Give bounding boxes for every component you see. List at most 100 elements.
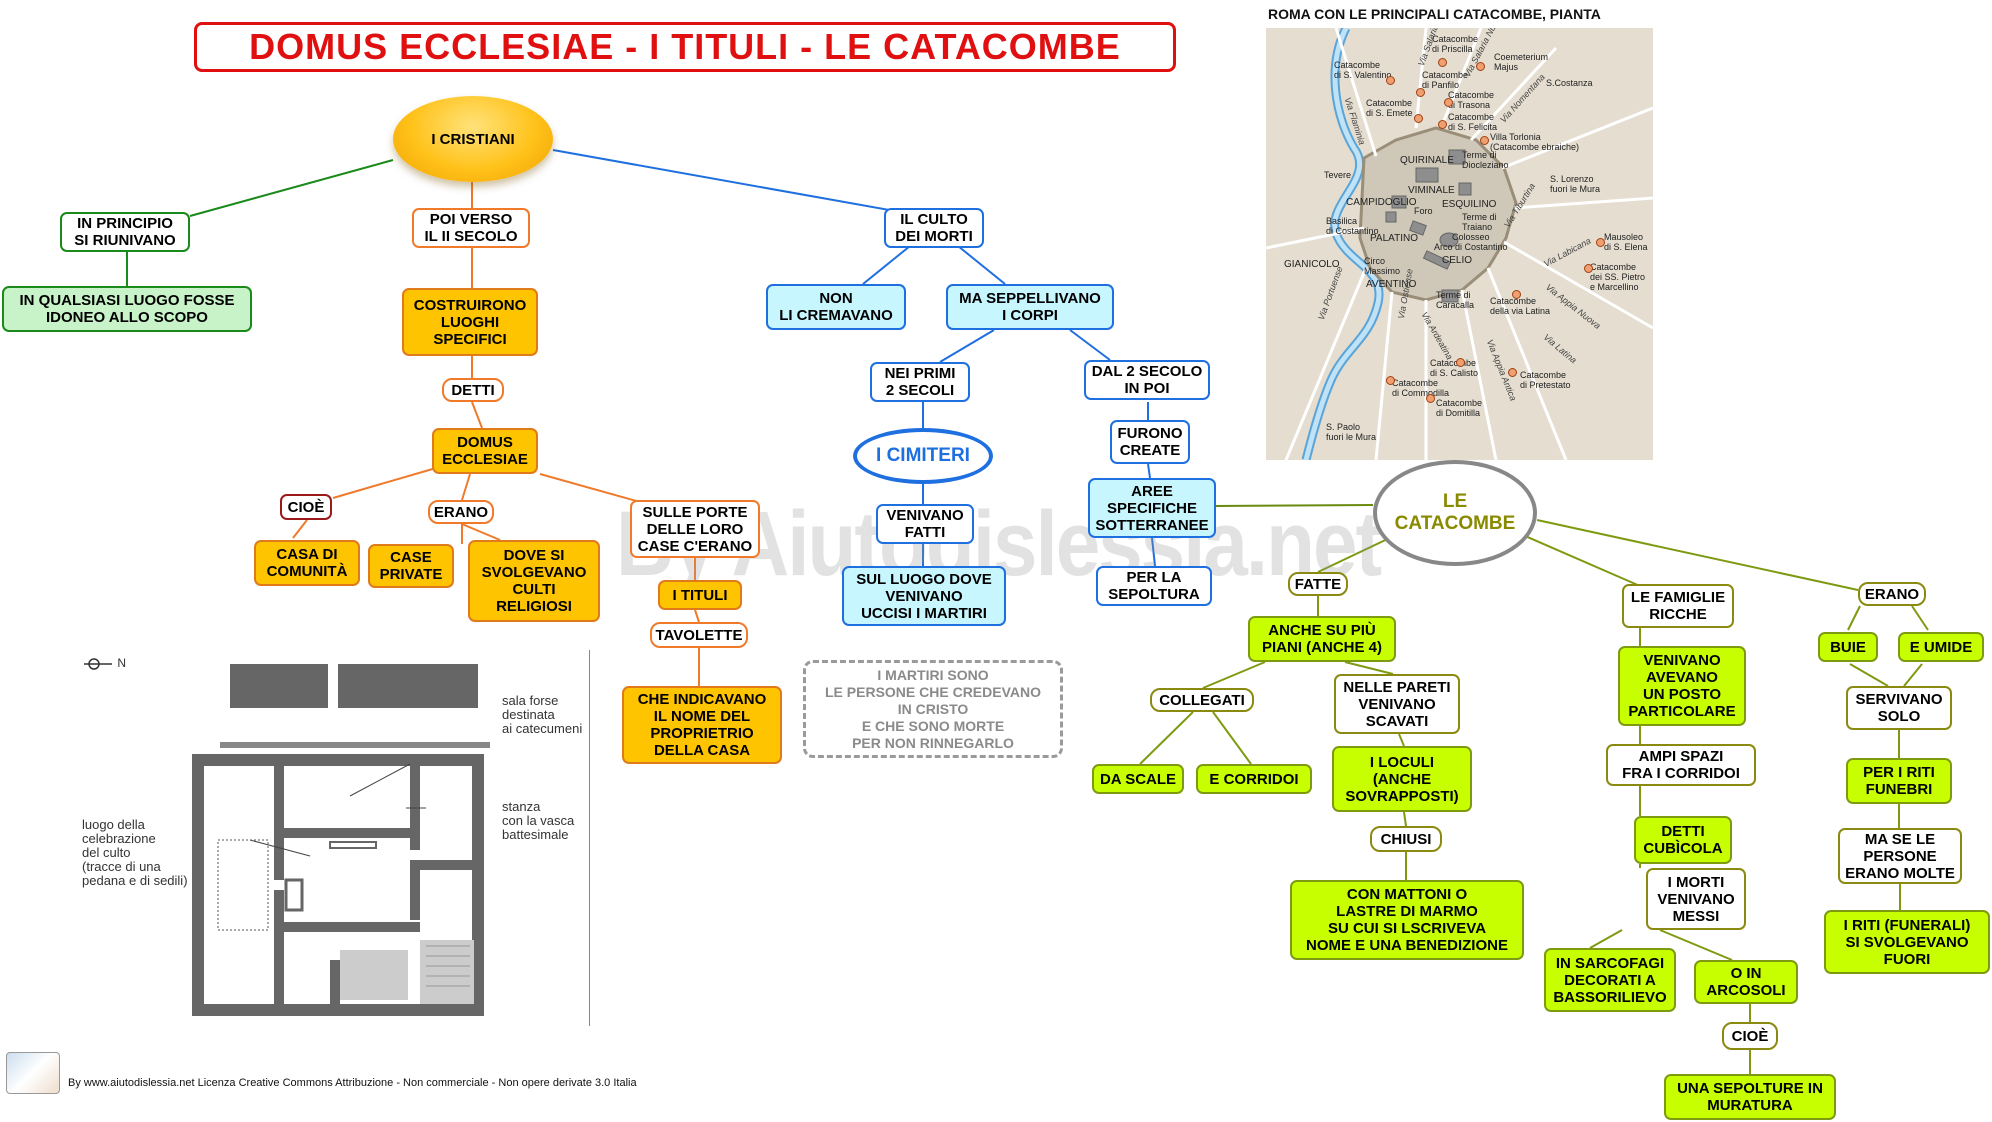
node-furono-create[interactable]: FURONO CREATE [1110, 420, 1190, 464]
node-morti-messi[interactable]: I MORTI VENIVANO MESSI [1646, 868, 1746, 930]
node-chiusi[interactable]: CHIUSI [1370, 826, 1442, 852]
map-label-panfilo: Catacombe di Panfilo [1422, 70, 1469, 90]
node-sarcofagi[interactable]: IN SARCOFAGI DECORATI A BASSORILIEVO [1544, 948, 1676, 1012]
map-label-commodilla: Catacombe di Commodilla [1392, 378, 1450, 398]
catacomb-marker [1480, 136, 1489, 145]
map-label-domitilla: Catacombe di Domitilla [1436, 398, 1483, 418]
node-venivano-fatti[interactable]: VENIVANO FATTI [876, 504, 974, 544]
node-nelle-pareti[interactable]: NELLE PARETI VENIVANO SCAVATI [1334, 674, 1460, 734]
node-i-cimiteri[interactable]: I CIMITERI [853, 428, 993, 484]
node-i-cristiani[interactable]: I CRISTIANI [393, 96, 553, 182]
catacomb-marker [1596, 238, 1605, 247]
map-label-priscilla: Catacombe di Priscilla [1432, 34, 1479, 54]
plan-label-luogo: luogo della celebrazione del culto (trac… [82, 817, 188, 888]
map-label-arco: Arco di Costantino [1434, 242, 1508, 252]
catacomb-marker [1456, 358, 1465, 367]
catacomb-marker [1386, 376, 1395, 385]
map-label-paolo: S. Paolo fuori le Mura [1326, 422, 1377, 442]
plan-label-sala: sala forse destinata ai catecumeni [502, 693, 583, 736]
node-i-loculi[interactable]: I LOCULI (ANCHE SOVRAPPOSTI) [1332, 746, 1472, 812]
map-label-mausoleo: Mausoleo di S. Elena [1604, 232, 1648, 252]
north-indicator: N [84, 656, 126, 671]
node-piu-piani[interactable]: ANCHE SU PIÙ PIANI (ANCHE 4) [1248, 616, 1396, 662]
node-case-private[interactable]: CASE PRIVATE [368, 544, 454, 588]
node-e-umide[interactable]: E UMIDE [1898, 632, 1984, 662]
catacomb-marker [1438, 120, 1447, 129]
map-label-tevere: Tevere [1324, 170, 1352, 180]
node-nei-primi[interactable]: NEI PRIMI 2 SECOLI [870, 362, 970, 402]
node-riti-funebri[interactable]: PER I RITI FUNEBRI [1846, 758, 1952, 804]
node-seppellivano[interactable]: MA SEPPELLIVANO I CORPI [946, 284, 1114, 330]
map-label-pietro: Catacombe dei SS. Pietro e Marcellino [1590, 262, 1646, 292]
node-fatte[interactable]: FATTE [1288, 572, 1348, 596]
map-label-callisto: Catacombe di S. Calisto [1430, 358, 1479, 378]
node-posto-particolare[interactable]: VENIVANO AVEVANO UN POSTO PARTICOLARE [1618, 646, 1746, 726]
rome-catacombs-map: Catacombe di S. Valentino Catacombe di P… [1266, 28, 1653, 460]
node-sulle-porte[interactable]: SULLE PORTE DELLE LORO CASE C'ERANO [630, 500, 760, 558]
node-sepolture-muratura[interactable]: UNA SEPOLTURE IN MURATURA [1664, 1074, 1836, 1120]
node-buie[interactable]: BUIE [1818, 632, 1878, 662]
map-drawing [1266, 28, 1653, 460]
node-cubicola[interactable]: DETTI CUBÌCOLA [1634, 816, 1732, 864]
map-label-costanza: S.Costanza [1546, 78, 1593, 88]
map-label-celio: CELIO [1442, 255, 1473, 266]
node-ma-se-le-persone[interactable]: MA SE LE PERSONE ERANO MOLTE [1838, 828, 1962, 884]
catacomb-marker [1386, 76, 1395, 85]
map-label-esquilino: ESQUILINO [1442, 199, 1497, 210]
node-qualsiasi-luogo[interactable]: IN QUALSIASI LUOGO FOSSE IDONEO ALLO SCO… [2, 286, 252, 332]
footer-license: By www.aiutodislessia.net Licenza Creati… [68, 1077, 637, 1089]
node-che-indicavano[interactable]: CHE INDICAVANO IL NOME DEL PROPRIETRIO D… [622, 686, 782, 764]
node-famiglie-ricche[interactable]: LE FAMIGLIE RICCHE [1622, 584, 1734, 628]
catacomb-marker [1512, 290, 1521, 299]
node-culto-morti[interactable]: IL CULTO DEI MORTI [884, 208, 984, 248]
node-mattoni[interactable]: CON MATTONI O LASTRE DI MARMO SU CUI SI … [1290, 880, 1524, 960]
map-label-palatino: PALATINO [1370, 233, 1418, 244]
node-non-cremavano[interactable]: NON LI CREMAVANO [766, 284, 906, 330]
node-domus-ecclesiae[interactable]: DOMUS ECCLESIAE [432, 428, 538, 474]
node-casa-comunita[interactable]: CASA DI COMUNITÀ [254, 540, 360, 586]
node-per-la-sepoltura[interactable]: PER LA SEPOLTURA [1096, 566, 1212, 606]
node-costruirono[interactable]: COSTRUIRONO LUOGHI SPECIFICI [402, 288, 538, 356]
map-label-foro: Foro [1414, 206, 1433, 216]
book-logo-icon [6, 1052, 60, 1094]
node-ampi-spazi[interactable]: AMPI SPAZI FRA I CORRIDOI [1606, 744, 1756, 786]
node-da-scale[interactable]: DA SCALE [1092, 764, 1184, 794]
catacomb-marker [1414, 114, 1423, 123]
node-poi-verso[interactable]: POI VERSO IL II SECOLO [412, 208, 530, 248]
map-label-emete: Catacombe di S. Emete [1366, 98, 1413, 118]
catacomb-marker [1416, 88, 1425, 97]
catacomb-marker [1476, 62, 1485, 71]
node-tavolette[interactable]: TAVOLETTE [650, 622, 748, 648]
map-label-campidoglio: CAMPIDOGLIO [1346, 197, 1417, 208]
node-collegati[interactable]: COLLEGATI [1150, 688, 1254, 712]
node-detti[interactable]: DETTI [442, 378, 504, 402]
catacomb-marker [1444, 98, 1453, 107]
node-erano-domus[interactable]: ERANO [428, 500, 494, 524]
node-arcosoli[interactable]: O IN ARCOSOLI [1694, 960, 1798, 1004]
node-i-tituli[interactable]: I TITULI [658, 580, 742, 610]
node-e-corridoi[interactable]: E CORRIDOI [1196, 764, 1312, 794]
node-le-catacombe[interactable]: LE CATACOMBE [1373, 460, 1537, 566]
map-label-circo: Circo Massimo [1364, 256, 1401, 276]
node-cioe-arcosoli[interactable]: CIOÈ [1722, 1022, 1778, 1050]
node-riti-fuori[interactable]: I RITI (FUNERALI) SI SVOLGEVANO FUORI [1824, 910, 1990, 974]
note-martiri: I MARTIRI SONO LE PERSONE CHE CREDEVANO … [803, 660, 1063, 758]
node-dove-si-svolgevano[interactable]: DOVE SI SVOLGEVANO CULTI RELIGIOSI [468, 540, 600, 622]
node-in-principio[interactable]: IN PRINCIPIO SI RIUNIVANO [60, 212, 190, 252]
node-aree-specifiche[interactable]: AREE SPECIFICHE SOTTERRANEE [1088, 478, 1216, 538]
map-label-trasona: Catacombe di Trasona [1448, 90, 1495, 110]
map-label-caracalla: Terme di Caracalla [1436, 290, 1475, 310]
catacomb-marker [1508, 368, 1517, 377]
map-label-diocleziano: Terme di Diocleziano [1462, 150, 1509, 170]
domus-floor-plan [192, 664, 490, 1016]
map-label-basilica: Basilica di Costantino [1326, 216, 1379, 236]
compass-icon [84, 658, 112, 670]
map-label-latina: Catacombe della via Latina [1490, 296, 1551, 316]
node-servivano-solo[interactable]: SERVIVANO SOLO [1846, 686, 1952, 730]
node-cioe-domus[interactable]: CIOÈ [280, 494, 332, 520]
node-dal-2-secolo[interactable]: DAL 2 SECOLO IN POI [1084, 360, 1210, 400]
map-label-torlonia: Villa Torlonia (Catacombe ebraiche) [1490, 132, 1580, 152]
map-label-aventino: AVENTINO [1366, 279, 1417, 290]
node-sul-luogo[interactable]: SUL LUOGO DOVE VENIVANO UCCISI I MARTIRI [842, 566, 1006, 626]
node-erano-catacombe[interactable]: ERANO [1858, 582, 1926, 606]
